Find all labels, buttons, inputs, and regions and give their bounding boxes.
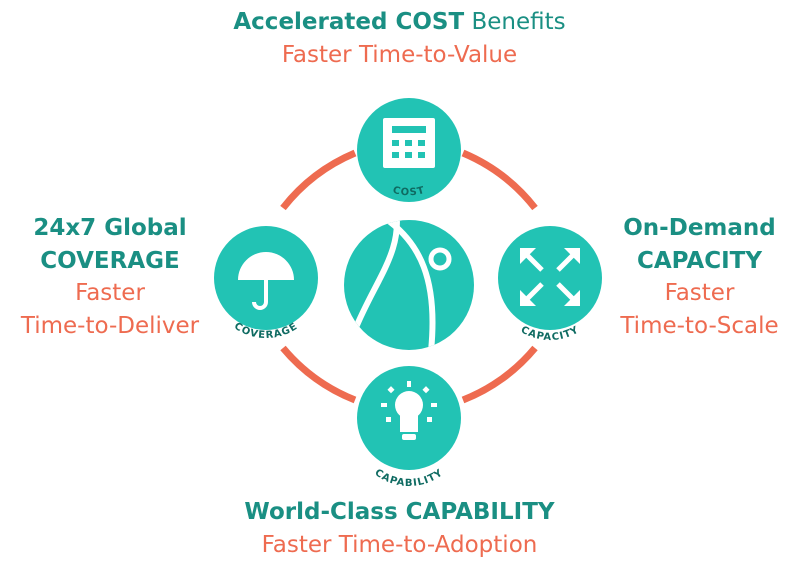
capability-label: CAPABILITY <box>373 467 446 489</box>
bottom-heading: World-Class CAPABILITY Faster Time-to-Ad… <box>0 496 799 563</box>
top-title-strong: Accelerated COST <box>233 9 465 35</box>
capability-node: CAPABILITY <box>357 366 461 489</box>
globe-logo-icon <box>428 247 452 271</box>
center-globe <box>344 220 474 350</box>
bottom-title: World-Class CAPABILITY <box>244 499 555 525</box>
cost-node: COST <box>357 98 461 202</box>
expand-arrows-icon <box>520 248 580 306</box>
connector-arc-top-left <box>280 149 357 211</box>
calculator-icon <box>383 118 435 168</box>
connector-arc-top-right <box>461 149 538 211</box>
left-title-line2: COVERAGE <box>40 247 180 274</box>
connector-arc-bottom-left <box>280 345 357 404</box>
right-subtitle-line2: Time-to-Scale <box>620 312 779 339</box>
top-heading: Accelerated COST Benefits Faster Time-to… <box>0 6 799 73</box>
right-title-line1: On-Demand <box>623 215 776 241</box>
left-heading: 24x7 Global COVERAGE Faster Time-to-Deli… <box>0 212 220 343</box>
capacity-node: CAPACITY <box>498 226 602 343</box>
left-subtitle-line2: Time-to-Deliver <box>20 312 200 339</box>
connector-arcs <box>280 149 538 404</box>
top-title-rest: Benefits <box>471 9 566 35</box>
lightbulb-icon <box>381 381 437 440</box>
left-subtitle-line1: Faster <box>75 280 145 307</box>
connector-arc-bottom-right <box>461 345 538 404</box>
cost-label: COST <box>392 185 427 199</box>
right-title-line2: CAPACITY <box>636 247 762 274</box>
right-subtitle-line1: Faster <box>664 280 735 307</box>
umbrella-icon <box>238 252 294 310</box>
left-title-line1: 24x7 Global <box>33 215 187 241</box>
top-subtitle: Faster Time-to-Value <box>281 42 518 69</box>
bottom-subtitle: Faster Time-to-Adoption <box>261 532 538 559</box>
right-heading: On-Demand CAPACITY Faster Time-to-Scale <box>600 212 799 343</box>
coverage-node: COVERAGE <box>214 226 318 341</box>
top-title: Accelerated COST Benefits <box>0 6 799 39</box>
